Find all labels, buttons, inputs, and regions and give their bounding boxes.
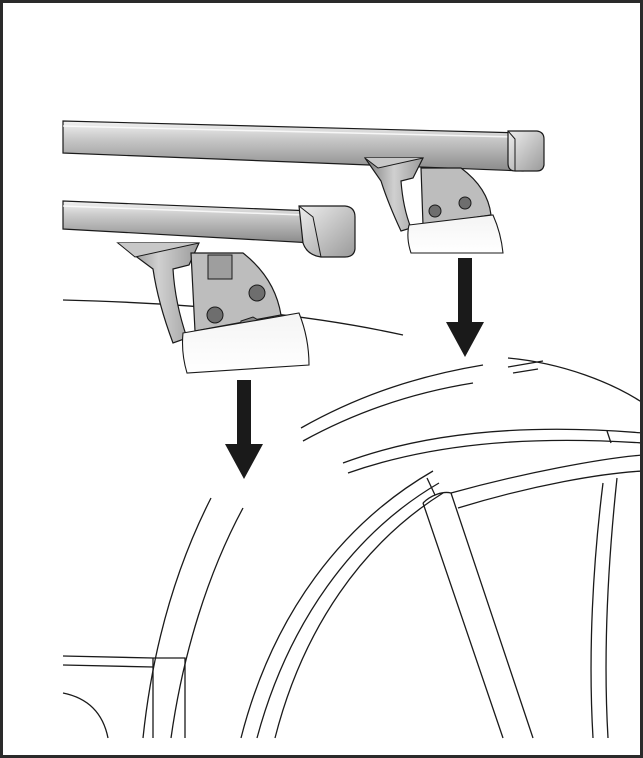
door-mark <box>606 430 612 444</box>
rear-foot-pad <box>407 214 504 254</box>
rear-door-frame-1 <box>450 454 640 494</box>
down-arrow-front <box>225 380 263 479</box>
window-frame-inner <box>256 482 440 739</box>
roof-arc-outer <box>300 364 484 429</box>
hood-curve <box>62 692 109 739</box>
rear-door-frame-2 <box>457 470 640 509</box>
window-frame-inner-2 <box>274 492 444 739</box>
roof-curve-right <box>507 357 640 402</box>
front-foot <box>116 242 310 374</box>
b-pillar-notch <box>426 477 436 496</box>
b-pillar-top <box>422 491 452 504</box>
door-arc-1 <box>342 428 640 464</box>
front-foot-pad <box>181 312 310 374</box>
b-pillar-right <box>450 492 534 739</box>
a-pillar-curve-1 <box>142 497 212 739</box>
rear-door-curve-2 <box>605 477 618 739</box>
hood-line-2 <box>62 664 154 668</box>
a-pillar-curve-2 <box>170 507 244 739</box>
mirror <box>152 657 186 738</box>
roof-detail-line-1 <box>507 360 544 368</box>
rear-foot <box>363 157 504 254</box>
front-foot-bolt-2 <box>248 284 266 302</box>
down-arrow-rear <box>446 258 484 357</box>
hood-line-1 <box>62 655 154 659</box>
door-arc-2 <box>347 439 640 474</box>
b-pillar-left <box>422 502 504 739</box>
rear-foot-bolt-1 <box>428 204 442 218</box>
front-crossbar <box>62 200 356 258</box>
rear-crossbar-endcap <box>507 130 545 172</box>
rear-foot-bolt-2 <box>458 196 472 210</box>
car-body <box>62 299 640 739</box>
roof-rack-diagram <box>62 120 640 739</box>
roof-arc-inner <box>302 382 474 442</box>
front-crossbar-endcap <box>298 205 356 258</box>
window-frame-outer <box>240 470 434 739</box>
front-foot-bolt-1 <box>206 306 224 324</box>
rear-door-curve <box>590 482 604 739</box>
roof-detail-line-2 <box>512 368 539 374</box>
rear-crossbar <box>62 120 545 172</box>
